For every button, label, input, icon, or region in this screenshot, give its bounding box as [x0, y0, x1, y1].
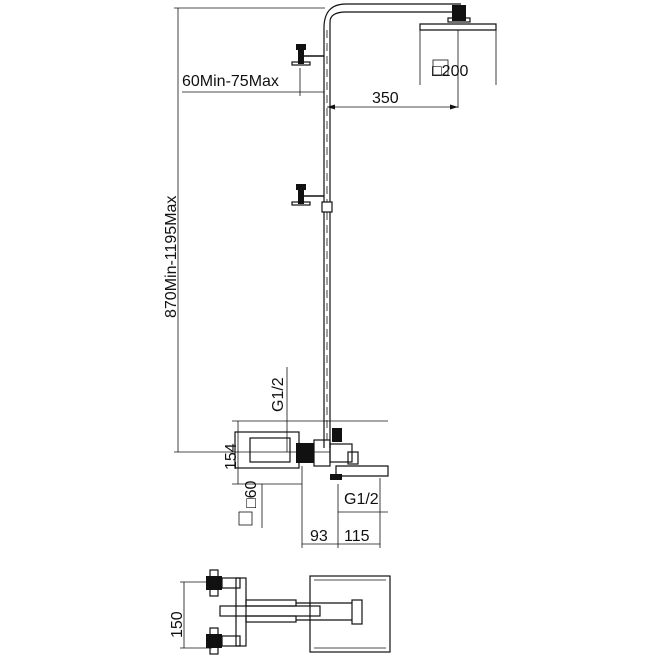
mixer-valve: G1/2 [232, 367, 389, 480]
thread-top-label: G1/2 [270, 377, 287, 412]
arm-length-dimension: 350 [327, 90, 458, 110]
head-size-label: □200 [432, 63, 468, 80]
thread-bottom-label: G1/2 [344, 491, 379, 508]
mixer-square-dimension: □60 [238, 480, 263, 528]
spout-dimensions: G1/2 93 115 [301, 466, 388, 548]
plan-view: 150 [169, 569, 391, 655]
mixer-height-dimension: 154 [223, 421, 302, 485]
shower-head: □200 [419, 5, 497, 108]
spout-a-label: 93 [310, 528, 328, 545]
spout-b-label: 115 [344, 528, 370, 545]
riser-pipe [321, 3, 461, 448]
arm-length-label: 350 [372, 90, 399, 107]
mixer-square-label: □60 [243, 480, 260, 508]
plan-spacing-label: 150 [169, 611, 186, 638]
height-range-label: 870Min-1195Max [163, 196, 180, 318]
height-dimension: 870Min-1195Max [163, 7, 330, 453]
wall-bracket-middle [291, 184, 324, 206]
arm-offset-label: 60Min-75Max [182, 73, 279, 90]
mixer-height-label: 154 [223, 443, 240, 470]
wall-bracket-top: 60Min-75Max [182, 44, 324, 96]
